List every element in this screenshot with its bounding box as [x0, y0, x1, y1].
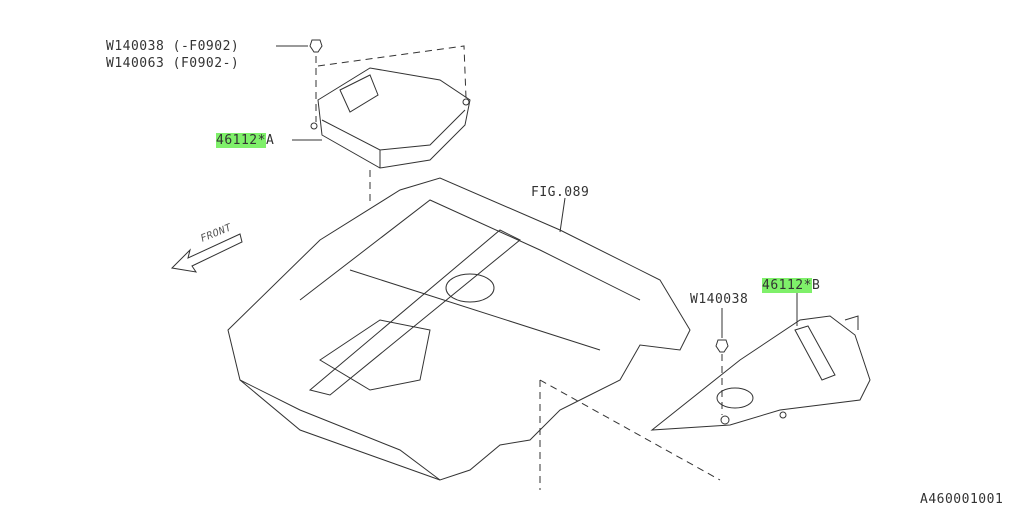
- fastener-a1-label: W140038 (-F0902): [106, 39, 240, 54]
- part-b-label[interactable]: 46112*B: [762, 278, 820, 293]
- fastener-b-label: W140038: [690, 292, 749, 307]
- part-a-number[interactable]: 46112*: [216, 133, 266, 148]
- engine-cover: [227, 177, 691, 481]
- front-arrow-icon: [170, 233, 243, 273]
- part-b-suffix: B: [811, 278, 821, 293]
- part-a-suffix: A: [265, 133, 275, 148]
- fastener-a2-label: W140063 (F0902-): [106, 56, 240, 71]
- part-a-label[interactable]: 46112*A: [216, 133, 274, 148]
- part-b-number[interactable]: 46112*: [762, 278, 812, 293]
- diagram-id: A460001001: [920, 492, 1004, 507]
- clip-a-icon: [276, 39, 323, 53]
- cover-part-b: [650, 315, 871, 431]
- clip-b-icon: [715, 308, 729, 353]
- fig-reference[interactable]: FIG.089: [531, 185, 590, 200]
- cover-part-a: [310, 67, 471, 169]
